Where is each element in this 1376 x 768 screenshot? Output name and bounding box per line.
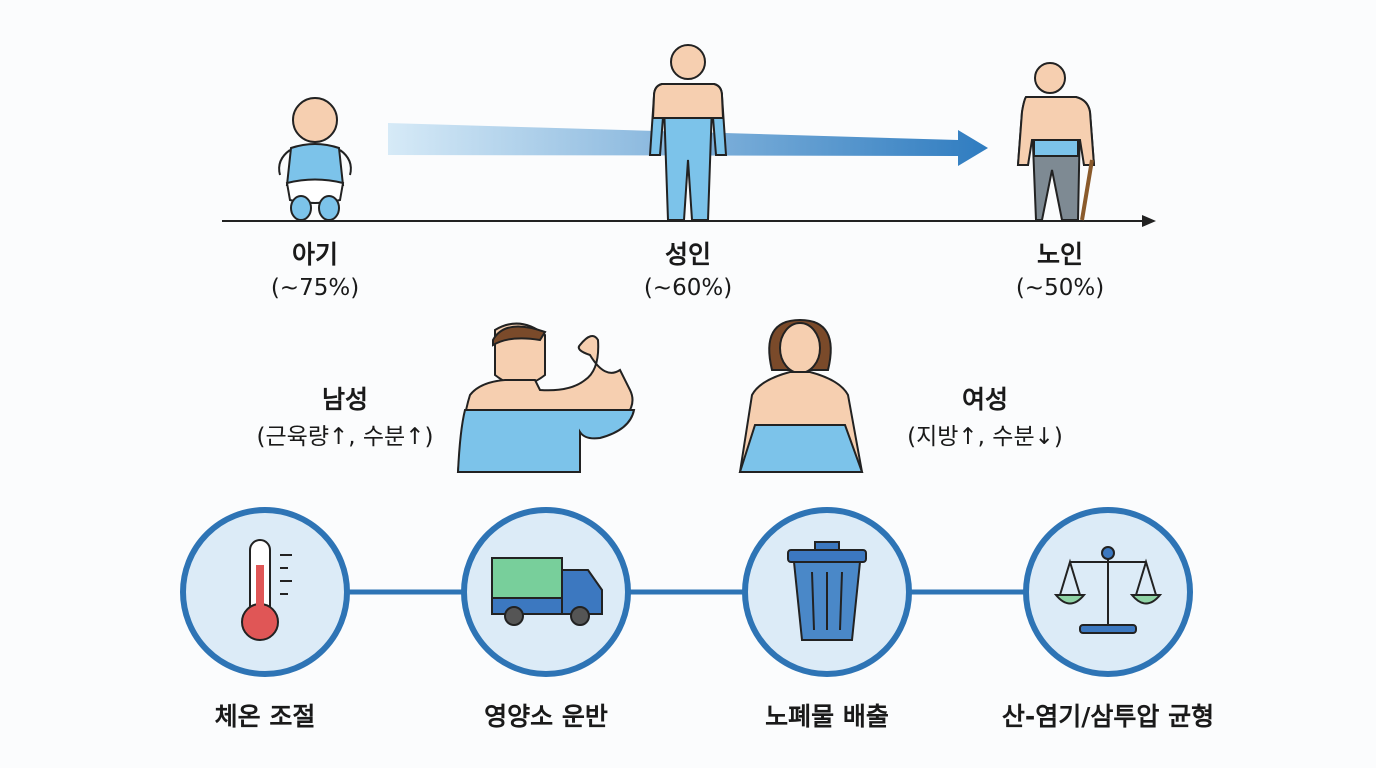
truck-icon [491,557,603,626]
elderly-figure [1016,62,1096,221]
function-label-nutrients: 영양소 운반 [484,702,608,731]
stage-adult-water: (~60%) [643,275,733,301]
male-figure [456,322,636,473]
age-axis [222,215,1156,227]
male-note: (근육량↑, 수분↑) [256,424,434,450]
male-label: 남성 [321,385,369,414]
trash-can-icon [787,541,867,641]
stage-baby-label: 아기 [291,240,339,269]
stage-baby-water: (~75%) [270,275,360,301]
stage-adult-label: 성인 [664,240,712,269]
scale-circle [1023,507,1193,677]
function-label-temperature: 체온 조절 [214,702,316,731]
adult-figure [648,44,728,221]
stage-elderly-label: 노인 [1036,240,1084,269]
truck-circle [461,507,631,677]
function-label-balance: 산-염기/삼투압 균형 [1001,702,1215,731]
balance-scale-icon [1053,546,1163,634]
female-label: 여성 [961,385,1009,414]
function-label-waste: 노폐물 배출 [765,702,889,731]
thermometer-icon [241,539,292,641]
thermometer-circle [180,507,350,677]
trash-circle [742,507,912,677]
baby-figure [278,97,352,221]
female-figure [738,318,864,473]
female-note: (지방↑, 수분↓) [907,424,1063,450]
stage-elderly-water: (~50%) [1015,275,1105,301]
